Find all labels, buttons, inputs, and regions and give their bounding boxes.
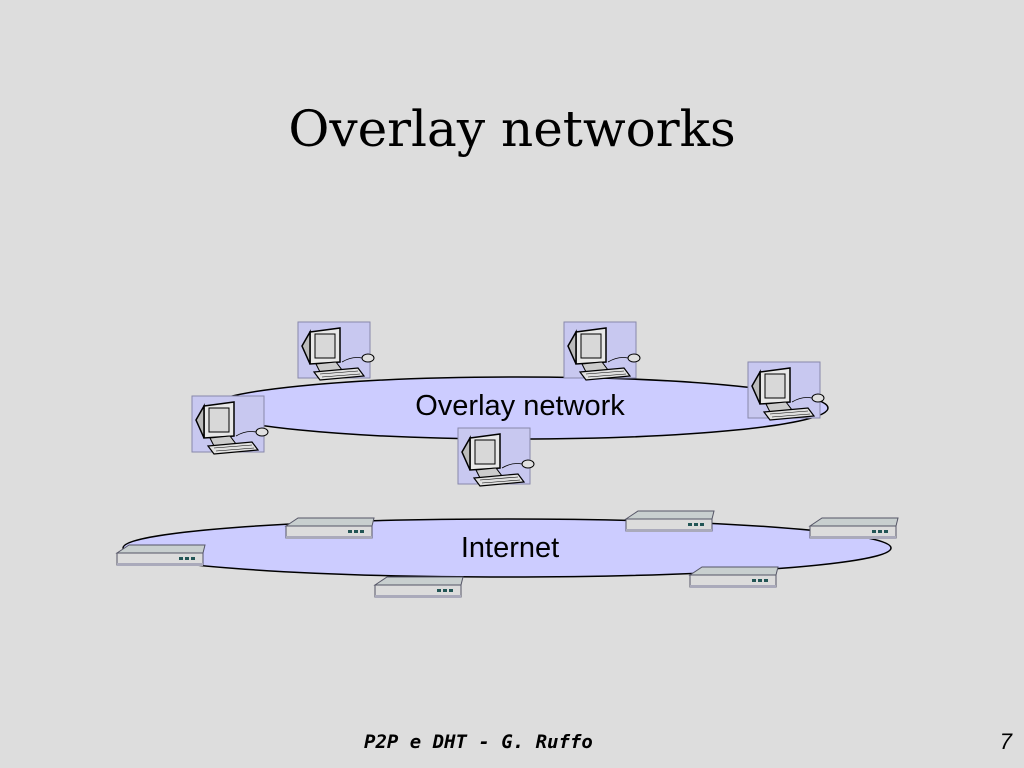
router-icon [809,517,899,540]
computer-icon [297,321,375,381]
slide-title: Overlay networks [288,100,736,158]
computer-icon [457,427,535,487]
router-icon [116,544,206,567]
router-icon [285,517,375,540]
overlay-network-label: Overlay network [415,390,625,422]
computer-icon [747,361,825,421]
internet-label: Internet [460,532,560,564]
router-icon [374,576,464,599]
router-icon [625,510,715,533]
footer-text: P2P e DHT - G. Ruffo [364,731,593,753]
computer-icon [563,321,641,381]
computer-icon [191,395,269,455]
router-icon [689,566,779,589]
page-number: 7 [999,729,1012,754]
